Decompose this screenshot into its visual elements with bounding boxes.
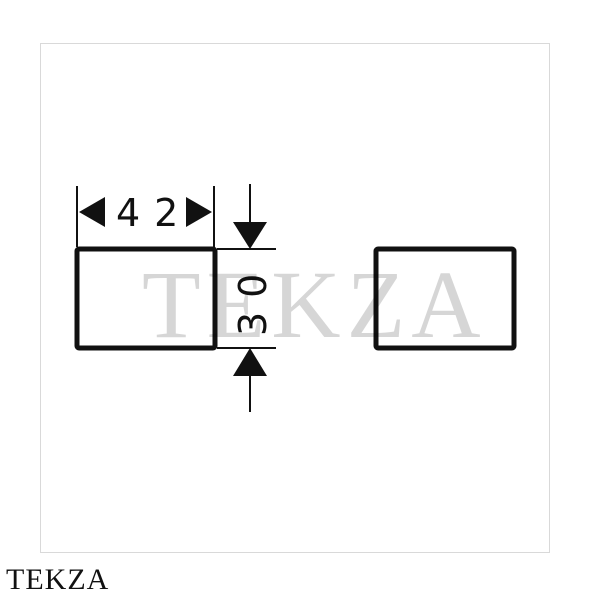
width-dimension: 42 [76,186,215,247]
height-arrow-top [233,222,267,249]
height-dimension-label: 30 [231,260,275,336]
height-arrow-bottom [233,348,267,376]
width-arrow-right [186,197,212,227]
watermark-text: TEKZA [142,251,487,358]
left-plate-outline [74,246,218,351]
right-plate-outline [373,246,517,351]
drawing-frame [40,43,550,553]
width-arrow-left [79,197,105,227]
width-dimension-label: 42 [116,191,192,235]
height-dimension: 30 [217,184,276,412]
brand-logo-text: TEKZA [6,563,110,596]
